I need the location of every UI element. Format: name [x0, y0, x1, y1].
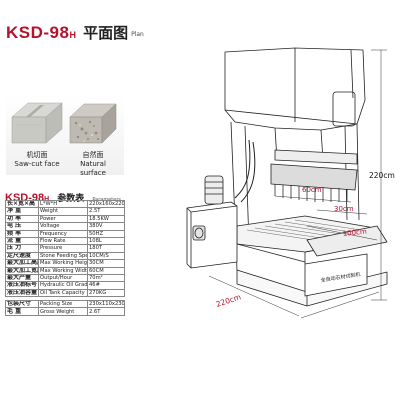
- natural-label-en: Natural surface: [80, 160, 106, 177]
- spec-value: 30CM: [87, 259, 125, 268]
- blade-head: [270, 163, 358, 191]
- spec-label-cn: 流 量: [5, 236, 39, 246]
- spec-label-cn: 最大加工宽度: [5, 266, 39, 275]
- motor: [204, 175, 224, 205]
- stone-samples: 机切面 Saw-cut face 自然面 Natural surface: [6, 95, 124, 177]
- spec-value: 10CM/S: [87, 251, 125, 261]
- spec-label-cn: 长×宽×高: [5, 199, 39, 209]
- length-dimension: 220cm: [215, 292, 242, 309]
- spec-label-en: Hydraulic Oil Grade: [38, 281, 88, 290]
- spec-value: 108L: [87, 236, 125, 246]
- cross-beam: [274, 149, 358, 165]
- height-dimension: 220cm: [369, 171, 395, 180]
- spec-value: 380V: [87, 222, 125, 231]
- spec-label-en: Power: [38, 214, 88, 224]
- spec-value: 50HZ: [87, 229, 125, 238]
- spec-label-en: Voltage: [38, 222, 88, 231]
- spec-label-en: Weight: [38, 207, 88, 216]
- spec-label-en: Max Working Height: [38, 259, 88, 268]
- spec-label-cn: 毛 重: [5, 307, 39, 316]
- spec-value: 180T: [87, 244, 125, 253]
- spec-value: 60CM: [87, 266, 125, 275]
- natural-surface-stone: [69, 103, 117, 144]
- spec-label-cn: 定尺速度: [5, 251, 39, 261]
- spec-label-en: Max Working Width: [38, 266, 88, 275]
- blade-teeth: [274, 184, 348, 202]
- front-panel: [304, 253, 368, 297]
- depth-b-dimension: 100cm: [342, 228, 367, 238]
- spec-label-en: Packing Size: [38, 300, 88, 309]
- spec-row: 长×宽×高L*W*H220x160x220cm: [5, 199, 125, 209]
- specs-model-suffix: H: [44, 196, 50, 203]
- title-cn: 平面图: [83, 24, 129, 42]
- spec-value: 230x110x230cm: [87, 300, 125, 309]
- spec-value: 2.5T: [87, 207, 125, 216]
- spec-value: 270KG: [87, 288, 125, 298]
- spec-label-cn: 频 率: [5, 229, 39, 238]
- spec-label-en: Pressure: [38, 244, 88, 253]
- model-name: KSD-98: [6, 23, 70, 42]
- natural-label-cn: 自然面: [82, 151, 104, 159]
- spec-label-en: Output/Hour: [38, 273, 88, 283]
- saw-cut-label-en: Saw-cut face: [14, 160, 60, 168]
- machine-svg: 全自动石材切割机 220cm 60cm 30cm 100cm 220cm: [186, 47, 395, 319]
- spec-label-en: Oil Tank Capacity: [38, 288, 88, 298]
- hydraulic-tank: [186, 201, 238, 269]
- spec-label-cn: 电 压: [5, 222, 39, 231]
- spec-label-cn: 液压油标号: [5, 281, 39, 290]
- spec-value: 18.5KW: [87, 214, 125, 224]
- spec-label-en: Stone Feeding Speed: [38, 251, 88, 261]
- spec-value: 220x160x220cm: [87, 199, 125, 209]
- top-housing: [224, 47, 366, 131]
- spec-value: 70m²: [87, 273, 125, 283]
- depth-a-dimension: 30cm: [334, 205, 354, 213]
- spec-value: 2.6T: [87, 307, 125, 316]
- title-en: Plan: [131, 31, 144, 38]
- spec-label-cn: 功 率: [5, 214, 39, 224]
- machine-drawing: 全自动石材切割机 220cm 60cm 30cm 100cm 220cm: [125, 30, 400, 390]
- spec-label-cn: 包装尺寸: [5, 300, 39, 309]
- saw-cut-label-cn: 机切面: [26, 151, 48, 159]
- spec-label-cn: 净 重: [5, 207, 39, 216]
- control-box: [332, 91, 356, 127]
- spec-label-en: L*W*H: [38, 199, 88, 209]
- spec-value: 46#: [87, 281, 125, 290]
- blade-width-dimension: 60cm: [302, 186, 322, 194]
- spec-label-en: Flow Rate: [38, 236, 88, 246]
- spec-label-cn: 压 力: [5, 244, 39, 253]
- specs-title-cn: 参数表: [57, 194, 85, 204]
- spec-label-cn: 最大加工高度: [5, 259, 39, 268]
- dimension-lines: [208, 49, 387, 319]
- spec-label-cn: 液压油容量: [5, 288, 39, 298]
- model-suffix: H: [69, 30, 76, 40]
- saw-cut-stone: [11, 102, 63, 144]
- stone-samples-image: [11, 102, 117, 144]
- spec-label-cn: 最大产量: [5, 273, 39, 283]
- spec-label-en: Gross Weight: [38, 307, 88, 316]
- spec-label-en: Frequency: [38, 229, 88, 238]
